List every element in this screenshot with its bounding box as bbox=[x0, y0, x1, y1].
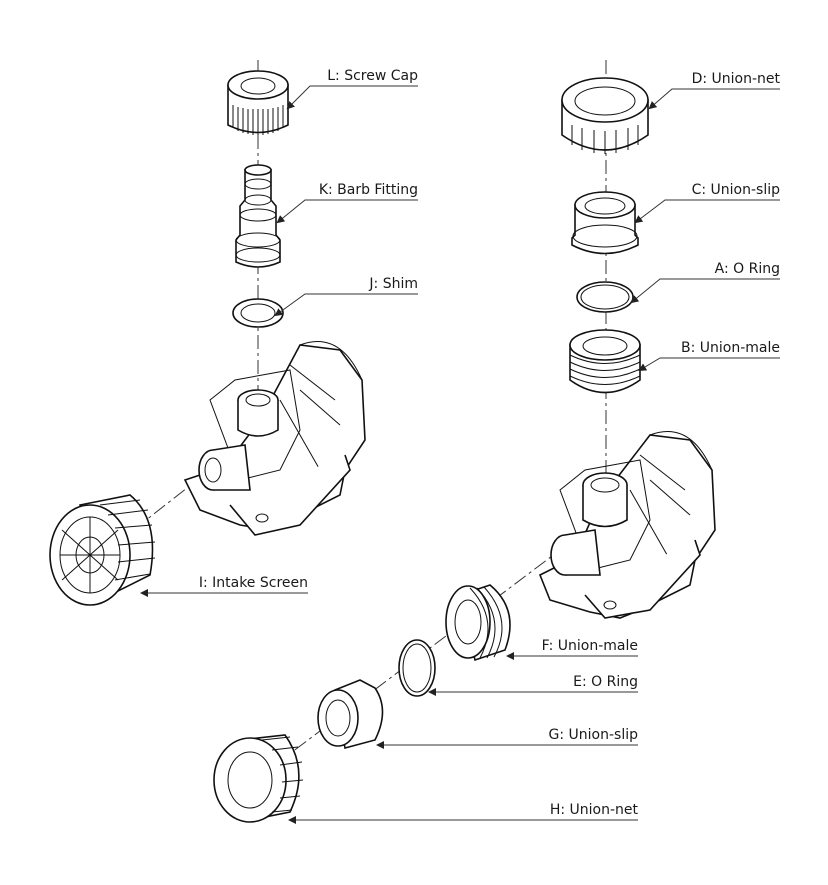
pump-body-left bbox=[183, 341, 366, 536]
pump-body-right bbox=[538, 431, 716, 619]
label-screw-cap: L: Screw Cap bbox=[327, 68, 418, 84]
barb-fitting-part bbox=[235, 164, 281, 268]
label-union-slip-top: C: Union-slip bbox=[692, 182, 781, 198]
union-male-top-part bbox=[569, 329, 641, 394]
label-union-male-top: B: Union-male bbox=[681, 340, 780, 356]
label-barb-fitting: K: Barb Fitting bbox=[319, 182, 418, 198]
union-slip-top-part bbox=[571, 191, 639, 255]
o-ring-top-part bbox=[576, 281, 634, 313]
o-ring-bottom-part bbox=[398, 639, 436, 697]
shim-part bbox=[232, 298, 284, 328]
label-union-net-top: D: Union-net bbox=[692, 71, 781, 87]
union-net-bottom-part bbox=[213, 734, 304, 823]
label-shim: J: Shim bbox=[368, 276, 418, 292]
label-union-slip-bottom: G: Union-slip bbox=[549, 727, 639, 743]
union-male-bottom-part bbox=[445, 584, 511, 662]
label-o-ring-bottom: E: O Ring bbox=[573, 674, 638, 690]
union-slip-bottom-part bbox=[317, 679, 384, 749]
leader-lines bbox=[140, 85, 780, 824]
label-union-male-bottom: F: Union-male bbox=[542, 638, 638, 654]
label-intake-screen: I: Intake Screen bbox=[199, 575, 308, 591]
label-o-ring-top: A: O Ring bbox=[715, 261, 780, 277]
screw-cap-part bbox=[227, 70, 289, 135]
label-union-net-bottom: H: Union-net bbox=[550, 802, 639, 818]
union-net-top-part bbox=[561, 77, 649, 154]
intake-screen-part bbox=[49, 494, 156, 606]
